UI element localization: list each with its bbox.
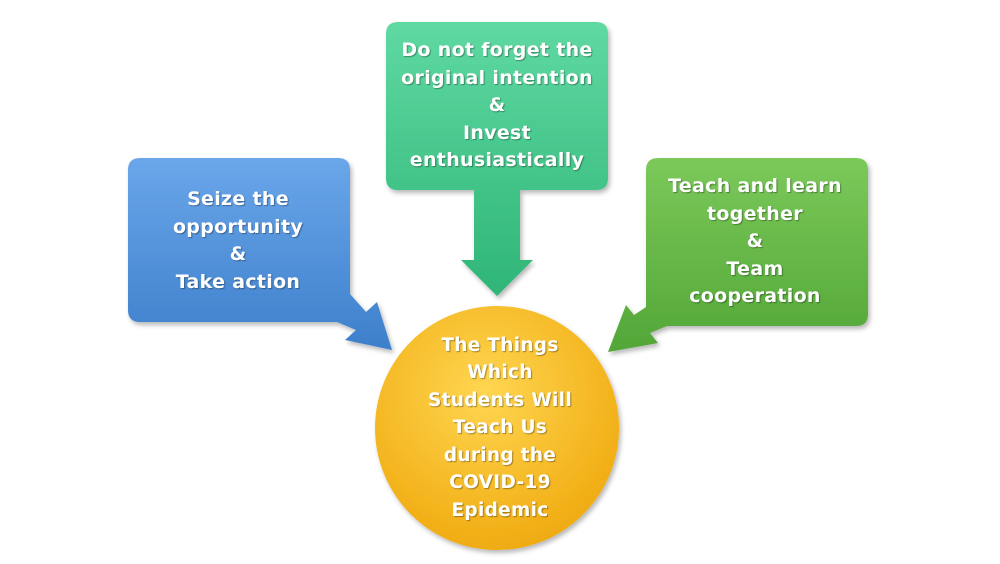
left-callout-line: Take action bbox=[175, 270, 301, 293]
left-callout-line: & bbox=[229, 243, 247, 265]
center-circle-text: The Things Which Students Will Teach Us … bbox=[390, 308, 610, 548]
center-circle-line: Students Will bbox=[428, 389, 572, 411]
top-callout-line: & bbox=[488, 94, 506, 117]
top-callout-line: Invest bbox=[462, 121, 532, 144]
right-callout-shape bbox=[608, 158, 868, 352]
center-circle-line: The Things bbox=[441, 334, 559, 356]
center-circle bbox=[375, 306, 619, 550]
left-callout-line: Seize the bbox=[187, 188, 289, 210]
right-callout-line: together bbox=[707, 202, 803, 225]
right-callout-text: Teach and learn together & Team cooperat… bbox=[646, 158, 864, 326]
center-circle-line: COVID-19 bbox=[449, 472, 551, 494]
right-callout-line: Teach and learn bbox=[668, 175, 842, 198]
right-callout-line: & bbox=[746, 230, 764, 253]
left-callout-line: opportunity bbox=[172, 215, 304, 238]
center-circle-line: Which bbox=[467, 362, 533, 384]
right-callout-line: cooperation bbox=[689, 285, 821, 308]
left-callout-shape bbox=[128, 158, 392, 350]
top-callout-line: Do not forget the bbox=[401, 39, 593, 62]
right-callout-line: Team bbox=[726, 257, 784, 280]
top-callout-shape bbox=[386, 22, 608, 296]
center-circle-line: Epidemic bbox=[451, 499, 549, 521]
top-callout-line: enthusiastically bbox=[409, 149, 585, 172]
top-callout-line: original intention bbox=[401, 66, 593, 89]
left-callout-text: Seize the opportunity & Take action bbox=[128, 158, 348, 324]
left-callout bbox=[128, 158, 392, 350]
right-callout bbox=[608, 158, 868, 352]
center-circle-shape bbox=[375, 306, 619, 550]
top-callout-text: Do not forget the original intention & I… bbox=[386, 22, 608, 190]
top-callout bbox=[386, 22, 608, 296]
center-circle-line: during the bbox=[443, 444, 557, 466]
center-circle-line: Teach Us bbox=[452, 417, 548, 439]
